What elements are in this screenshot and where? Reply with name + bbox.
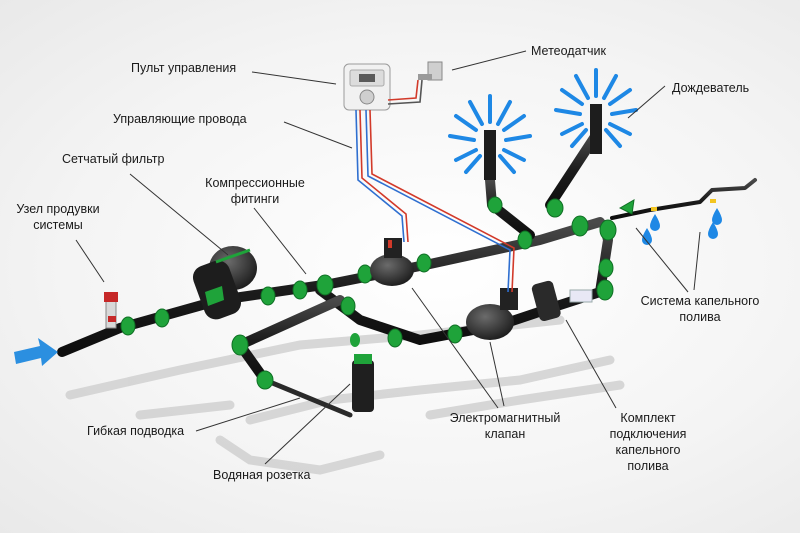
fitting xyxy=(231,334,249,356)
label-control-wires: Управляющие провода xyxy=(113,112,247,126)
label-solenoid-valve-line2: клапан xyxy=(484,427,526,441)
label-drip-system: Система капельного полива xyxy=(632,293,768,325)
pipes xyxy=(57,130,757,385)
sprinkler-riser-2 xyxy=(545,130,601,210)
label-control-panel: Пульт управления xyxy=(131,61,237,75)
water-socket-device xyxy=(350,333,374,412)
fitting xyxy=(598,258,614,278)
leader-lines xyxy=(75,50,701,465)
leader-solenoid-2 xyxy=(489,341,505,407)
water-drop-icon xyxy=(642,208,722,245)
mesh-filter-device xyxy=(192,246,257,320)
label-water-socket: Водяная розетка xyxy=(213,468,311,482)
label-flexible-hose: Гибкая подводка xyxy=(87,424,185,438)
fitting xyxy=(487,196,503,214)
fitting xyxy=(596,279,614,301)
leader-mesh-filter xyxy=(129,173,229,256)
fitting xyxy=(357,264,373,284)
label-compression-fittings-line1: Компрессионные xyxy=(205,176,305,190)
label-drip-system-line2: полива xyxy=(679,310,721,324)
leader-control-wires xyxy=(283,121,353,149)
lower-branch xyxy=(315,220,613,345)
drip-line xyxy=(610,178,757,220)
fitting xyxy=(292,280,308,300)
fitting xyxy=(416,253,432,273)
label-compression-fittings-line2: фитинги xyxy=(230,192,280,206)
weather-sensor-device xyxy=(418,61,443,81)
fitting xyxy=(447,324,463,344)
blowdown-valve xyxy=(104,292,118,329)
label-blowdown: Узел продувки системы xyxy=(4,201,112,233)
drip-emitters xyxy=(651,199,716,211)
fitting xyxy=(316,274,334,296)
arrow-right-icon xyxy=(14,338,58,366)
label-drip-system-line1: Система капельного xyxy=(640,294,760,308)
label-drip-kit-line2: подключения xyxy=(609,427,687,441)
sprinkler-spray-icon xyxy=(448,94,532,180)
label-blowdown-line1: Узел продувки xyxy=(16,202,100,216)
label-sprinkler: Дождеватель xyxy=(672,81,750,95)
leader-blowdown xyxy=(75,239,105,283)
label-solenoid-valve-line1: Электромагнитный xyxy=(449,411,561,425)
label-drip-kit-line1: Комплект xyxy=(620,411,676,425)
fitting xyxy=(517,230,533,250)
control-wires xyxy=(355,79,515,293)
label-compression-fittings: Компрессионные фитинги xyxy=(185,175,325,207)
ground-shadows xyxy=(65,315,625,475)
label-mesh-filter: Сетчатый фильтр xyxy=(62,152,165,166)
fitting xyxy=(256,370,274,390)
fitting xyxy=(618,199,635,215)
fitting xyxy=(120,316,136,336)
leader-drip-system-1 xyxy=(635,227,689,293)
leader-drip-system-2 xyxy=(693,231,701,291)
leader-control-panel xyxy=(251,71,337,85)
leader-water-socket xyxy=(264,383,351,465)
solenoid-valve-upper xyxy=(370,238,414,286)
solenoid-valve-lower xyxy=(466,288,518,340)
fitting xyxy=(260,286,276,306)
fitting xyxy=(571,215,589,237)
sprinkler-spray-icon xyxy=(554,68,638,154)
fittings xyxy=(120,196,635,390)
label-solenoid-valve: Электромагнитный клапан xyxy=(443,410,567,442)
label-weather-sensor: Метеодатчик xyxy=(531,44,606,58)
drip-kit-device xyxy=(531,280,593,322)
fitting xyxy=(546,198,564,218)
leader-solenoid-1 xyxy=(411,287,499,409)
leader-sprinkler xyxy=(627,85,666,119)
label-drip-kit-line4: полива xyxy=(627,459,669,473)
leader-flexible-hose xyxy=(195,397,301,432)
label-drip-kit-line3: капельного xyxy=(615,443,681,457)
control-panel-device xyxy=(343,63,391,111)
fitting xyxy=(154,308,170,328)
flexible-hose-pipe xyxy=(262,377,353,418)
leader-weather-sensor xyxy=(451,50,527,71)
leader-fittings xyxy=(253,207,307,275)
label-drip-kit: Комплект подключения капельного полива xyxy=(596,410,700,474)
leader-drip-kit xyxy=(565,319,617,409)
label-blowdown-line2: системы xyxy=(33,218,83,232)
fitting xyxy=(599,219,617,241)
fitting xyxy=(387,328,403,348)
fitting xyxy=(340,296,356,316)
